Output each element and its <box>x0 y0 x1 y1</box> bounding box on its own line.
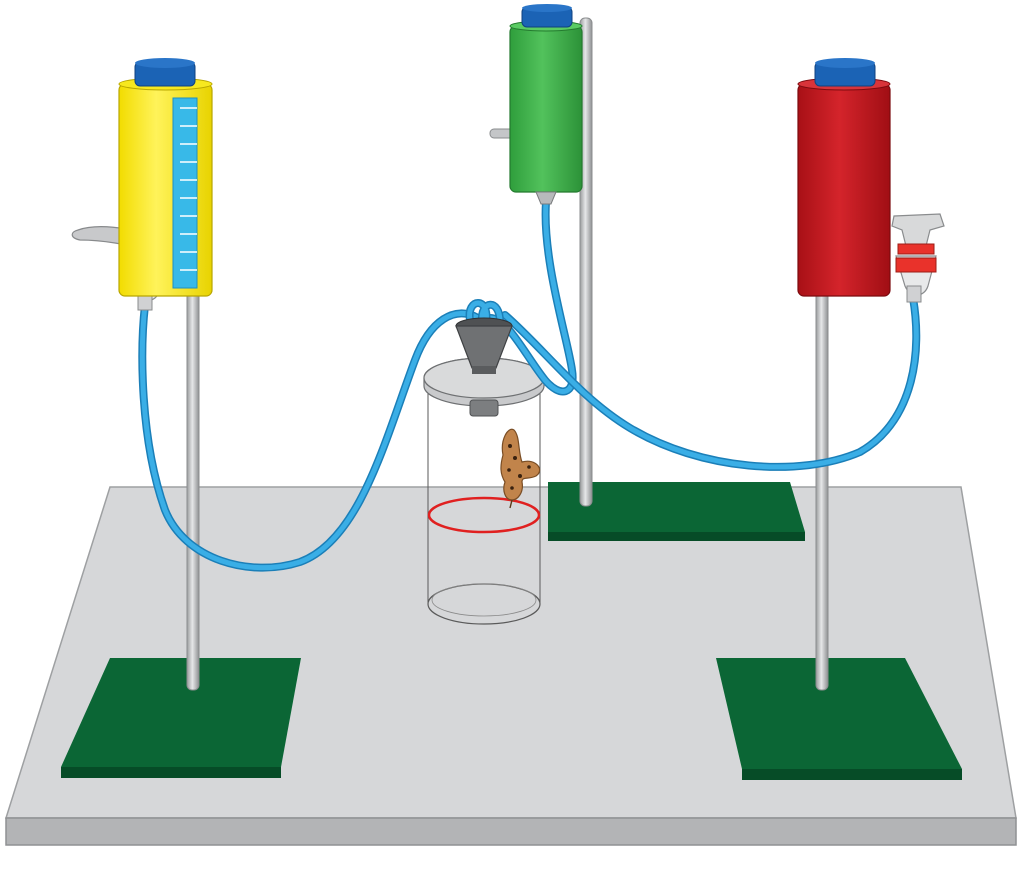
scale-strip <box>172 97 198 289</box>
rod-left <box>186 291 200 691</box>
rod-right <box>815 291 829 691</box>
scale-ticks <box>180 107 197 271</box>
reservoir-red-icon <box>797 58 945 303</box>
tube-red <box>501 294 921 471</box>
release-ring <box>427 496 541 534</box>
flexible-tubes-icon <box>138 198 921 572</box>
glass-cylinder-icon <box>423 357 545 625</box>
tap-handle-red <box>891 213 945 247</box>
graduated-reservoir-icon <box>71 58 213 311</box>
table-front-edge <box>5 817 1017 846</box>
reservoir-yellow-body <box>118 83 213 297</box>
reservoir-red-body <box>797 83 891 297</box>
funnel-icon <box>455 317 513 374</box>
reservoir-green-body <box>509 25 583 193</box>
base-plate-back <box>548 482 805 541</box>
base-plate-left <box>61 658 301 778</box>
reservoir-green-icon <box>489 4 583 205</box>
lid-nozzle <box>469 399 499 417</box>
rod-back <box>579 17 593 507</box>
base-plate-right <box>716 658 962 780</box>
moth-icon <box>500 428 541 509</box>
cylinder-bottom-inner <box>431 583 537 617</box>
